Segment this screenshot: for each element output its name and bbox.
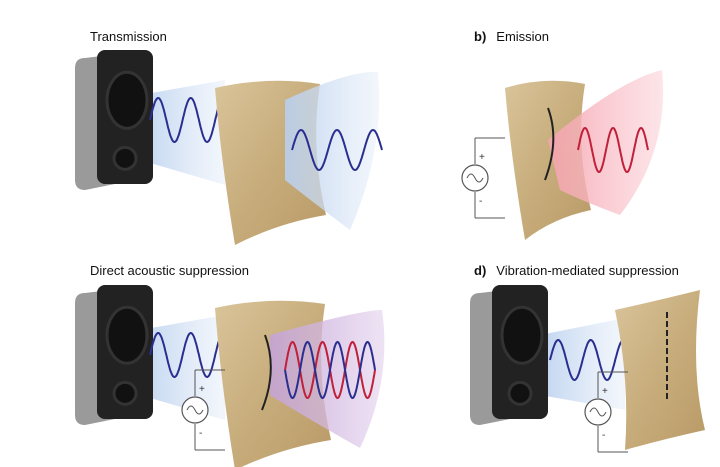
circuit-wire <box>194 369 225 451</box>
ac-source-wave <box>466 173 484 183</box>
panel-d-title: d) Vibration-mediated suppression <box>474 263 679 278</box>
minus-sign: - <box>479 196 482 207</box>
plus-sign: + <box>479 152 485 163</box>
plus-sign: + <box>199 384 205 395</box>
incident-cone <box>140 80 225 185</box>
circuit-wire <box>597 371 628 453</box>
panel-b-title-text: Emission <box>496 29 550 44</box>
speaker-woofer <box>105 70 149 130</box>
panel-b-letter: b) <box>474 29 487 44</box>
incident-cone <box>140 315 225 420</box>
emitted-wave <box>577 126 649 174</box>
panel-c-title-text: Direct acoustic suppression <box>90 263 249 278</box>
ac-source-wave <box>186 405 204 415</box>
panel-c-title: Direct acoustic suppression <box>90 263 249 278</box>
panel-d-letter: d) <box>474 263 487 278</box>
speaker-tweeter <box>112 380 138 406</box>
plus-sign: + <box>602 386 608 397</box>
panel-a-title-text: Transmission <box>90 29 167 44</box>
emitted-cone <box>548 70 664 215</box>
incident-transmitted-wave <box>284 340 376 400</box>
minus-sign: - <box>199 428 202 439</box>
transmitted-cone <box>285 71 380 230</box>
minus-sign: - <box>602 430 605 441</box>
circuit-wire <box>474 137 505 219</box>
electrode <box>261 334 272 411</box>
panel-a-title: Transmission <box>90 29 167 44</box>
transmitted-wave <box>291 128 383 172</box>
fabric-sheet <box>505 80 591 240</box>
speaker-woofer <box>105 305 149 365</box>
panel-b-title: b) Emission <box>474 29 549 44</box>
speaker-tweeter <box>507 380 533 406</box>
ac-source-wave <box>589 407 607 417</box>
mixed-cone <box>270 310 385 448</box>
incident-wave <box>549 338 626 382</box>
incident-wave <box>149 96 226 144</box>
electrode <box>544 107 555 181</box>
panel-d-title-text: Vibration-mediated suppression <box>496 263 679 278</box>
speaker-woofer <box>500 305 544 365</box>
fabric-sheet <box>615 290 705 450</box>
speaker-tweeter <box>112 145 138 171</box>
incident-wave <box>149 331 226 379</box>
